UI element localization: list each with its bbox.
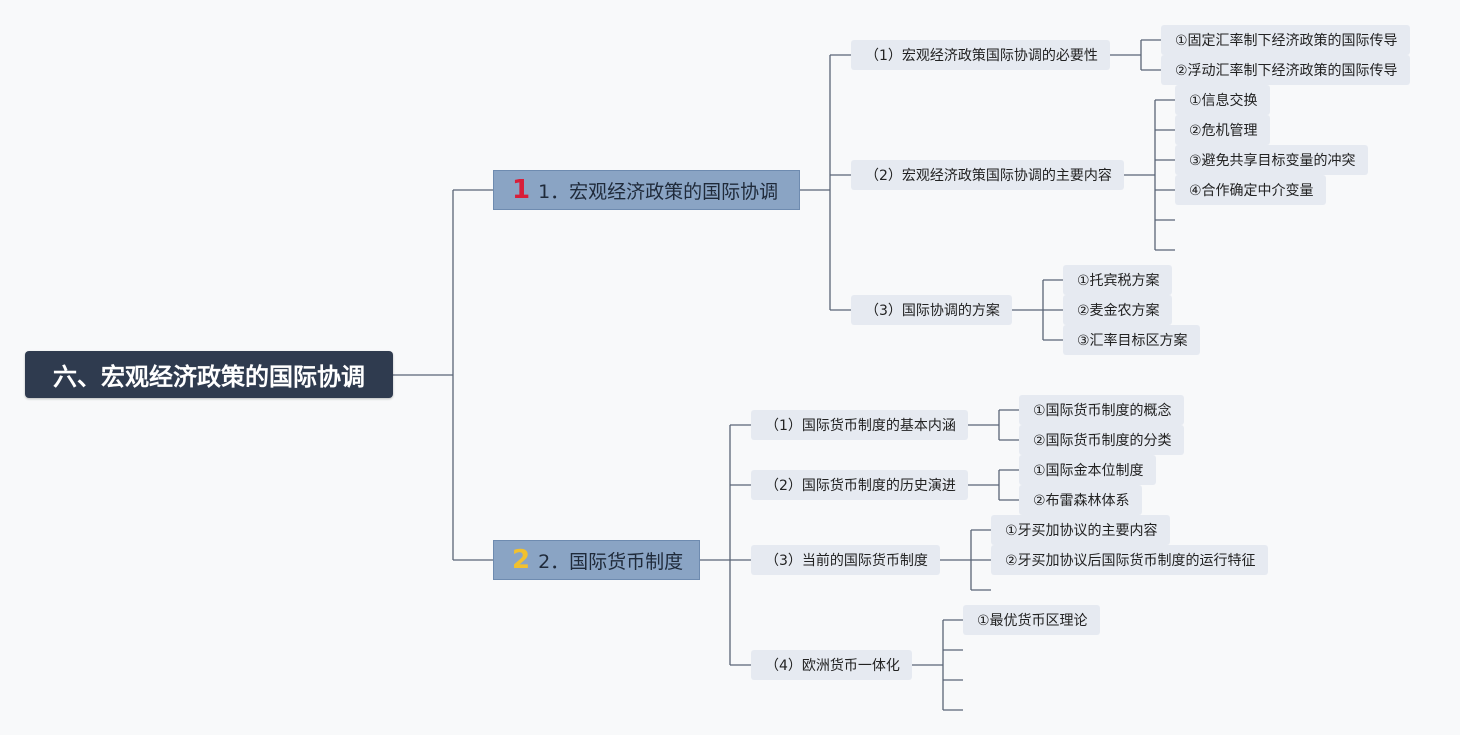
number-1-icon: 1: [512, 175, 531, 205]
connector-b2-i1: [968, 409, 1019, 441]
connector-branch2: [700, 424, 751, 666]
subtopic-b2-3[interactable]: （3）当前的国际货币制度: [751, 545, 940, 575]
root-topic-label: 六、宏观经济政策的国际协调: [53, 363, 365, 391]
branch-2-label: 2．国际货币制度: [538, 550, 684, 573]
leaf-label: ①牙买加协议的主要内容: [1005, 523, 1158, 539]
leaf-label: ①固定汇率制下经济政策的国际传导: [1175, 33, 1398, 49]
subtopic-b2-4[interactable]: （4）欧洲货币一体化: [751, 650, 912, 680]
leaf-label: ④合作确定中介变量: [1189, 183, 1314, 199]
connector-root: [393, 189, 493, 561]
subtopic-label: （1）国际货币制度的基本内涵: [765, 418, 956, 434]
leaf-b1-3-3[interactable]: ③汇率目标区方案: [1063, 325, 1200, 355]
number-2-icon: 2: [512, 545, 531, 575]
leaf-b2-2-1[interactable]: ①国际金本位制度: [1019, 455, 1156, 485]
leaf-b2-1-1[interactable]: ①国际货币制度的概念: [1019, 395, 1184, 425]
subtopic-b1-2[interactable]: （2）宏观经济政策国际协调的主要内容: [851, 160, 1124, 190]
subtopic-b2-1[interactable]: （1）国际货币制度的基本内涵: [751, 410, 968, 440]
leaf-b2-3-1[interactable]: ①牙买加协议的主要内容: [991, 515, 1170, 545]
leaf-label: ③避免共享目标变量的冲突: [1189, 153, 1356, 169]
connector-b1-i1: [1110, 39, 1161, 71]
leaf-b1-3-2[interactable]: ②麦金农方案: [1063, 295, 1172, 325]
leaf-label: ②浮动汇率制下经济政策的国际传导: [1175, 63, 1398, 79]
leaf-label: ③汇率目标区方案: [1077, 333, 1188, 349]
subtopic-label: （2）宏观经济政策国际协调的主要内容: [865, 168, 1112, 184]
leaf-b1-2-4[interactable]: ④合作确定中介变量: [1175, 175, 1326, 205]
leaf-b2-2-2[interactable]: ②布雷森林体系: [1019, 485, 1142, 515]
leaf-b1-3-1[interactable]: ①托宾税方案: [1063, 265, 1172, 295]
branch-1-label: 1．宏观经济政策的国际协调: [538, 180, 779, 203]
leaf-label: ①信息交换: [1189, 93, 1258, 109]
subtopic-label: （3）国际协调的方案: [865, 303, 1000, 319]
leaf-label: ①国际货币制度的概念: [1033, 403, 1172, 419]
subtopic-b1-1[interactable]: （1）宏观经济政策国际协调的必要性: [851, 40, 1110, 70]
connector-branch1: [800, 54, 851, 311]
leaf-label: ②布雷森林体系: [1033, 493, 1130, 509]
leaf-label: ②麦金农方案: [1077, 303, 1160, 319]
subtopic-label: （3）当前的国际货币制度: [765, 553, 928, 569]
leaf-b2-4-1[interactable]: ①最优货币区理论: [963, 605, 1100, 635]
connector-b2-i2: [968, 469, 1019, 501]
leaf-b2-3-2[interactable]: ②牙买加协议后国际货币制度的运行特征: [991, 545, 1268, 575]
connector-b2-i3: [940, 529, 991, 591]
connector-b1-i3: [1012, 279, 1063, 341]
subtopic-label: （4）欧洲货币一体化: [765, 658, 900, 674]
leaf-b2-1-2[interactable]: ②国际货币制度的分类: [1019, 425, 1184, 455]
branch-2-topic[interactable]: 2 2．国际货币制度: [493, 540, 700, 580]
connector-b2-i4: [912, 619, 963, 711]
leaf-b1-2-1[interactable]: ①信息交换: [1175, 85, 1270, 115]
leaf-b1-2-3[interactable]: ③避免共享目标变量的冲突: [1175, 145, 1368, 175]
leaf-label: ①国际金本位制度: [1033, 463, 1144, 479]
leaf-b1-1-2[interactable]: ②浮动汇率制下经济政策的国际传导: [1161, 55, 1410, 85]
leaf-label: ②危机管理: [1189, 123, 1258, 139]
branch-1-topic[interactable]: 1 1．宏观经济政策的国际协调: [493, 170, 800, 210]
leaf-label: ②牙买加协议后国际货币制度的运行特征: [1005, 553, 1256, 569]
leaf-label: ②国际货币制度的分类: [1033, 433, 1172, 449]
subtopic-label: （1）宏观经济政策国际协调的必要性: [865, 48, 1098, 64]
root-topic[interactable]: 六、宏观经济政策的国际协调: [25, 351, 393, 398]
subtopic-b2-2[interactable]: （2）国际货币制度的历史演进: [751, 470, 968, 500]
connector-b1-i2: [1124, 99, 1175, 251]
leaf-label: ①托宾税方案: [1077, 273, 1160, 289]
leaf-label: ①最优货币区理论: [977, 613, 1088, 629]
leaf-b1-2-2[interactable]: ②危机管理: [1175, 115, 1270, 145]
subtopic-b1-3[interactable]: （3）国际协调的方案: [851, 295, 1012, 325]
subtopic-label: （2）国际货币制度的历史演进: [765, 478, 956, 494]
leaf-b1-1-1[interactable]: ①固定汇率制下经济政策的国际传导: [1161, 25, 1410, 55]
